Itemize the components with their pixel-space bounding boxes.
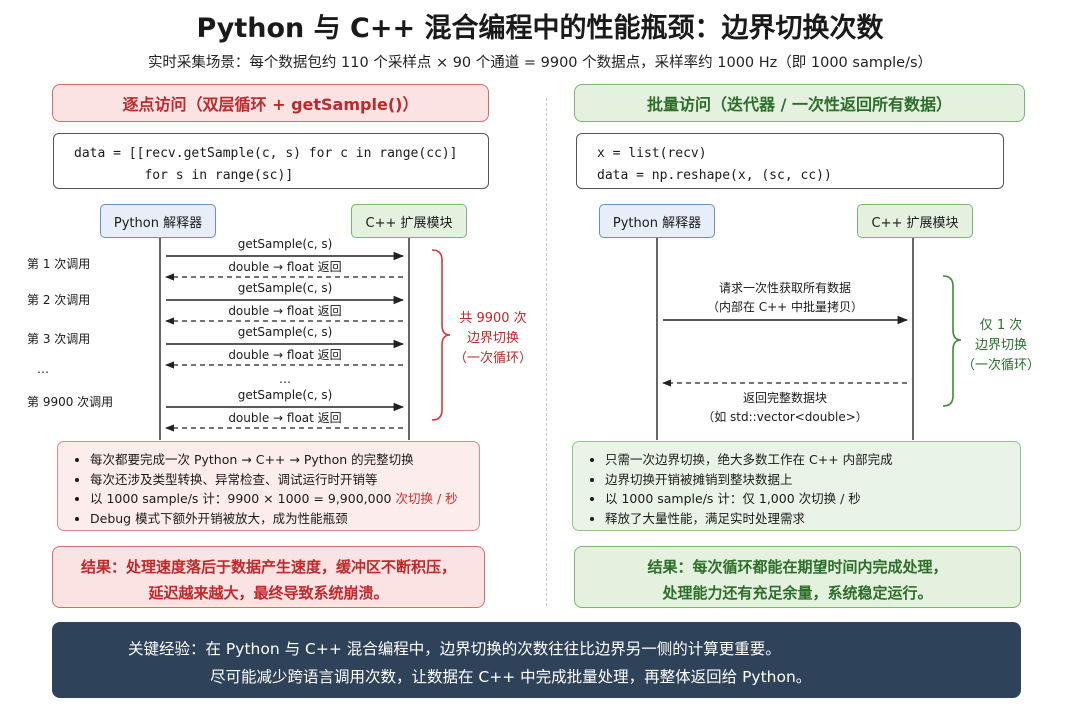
left-count-line-2: 边界切换 bbox=[466, 331, 519, 346]
left-count-label: 共 9900 次 边界切换 （一次循环） bbox=[448, 309, 538, 369]
right-count-line-2: 边界切换 bbox=[974, 338, 1027, 353]
left-result-line-2: 延迟越来越大，最终导致系统崩溃。 bbox=[148, 584, 389, 602]
left-count-line-3: （一次循环） bbox=[453, 351, 532, 366]
right-notes-panel: 只需一次边界切换，绝大多数工作在 C++ 内部完成 边界切换开销被摊销到整块数据… bbox=[572, 441, 1021, 531]
right-code-line-1: x = list(recv) bbox=[597, 146, 707, 161]
right-count-label: 仅 1 次 边界切换 （一次循环） bbox=[962, 316, 1040, 376]
left-header: 逐点访问（双层循环 + getSample()） bbox=[52, 84, 489, 122]
request-label-line-1: 请求一次性获取所有数据 bbox=[718, 281, 851, 295]
call-name-2: 第 2 次调用 bbox=[27, 293, 91, 307]
left-note-3-highlight: 次切换 / 秒 bbox=[395, 491, 458, 506]
left-note-1: 每次都要完成一次 Python → C++ → Python 的完整切换 bbox=[90, 450, 479, 470]
right-header: 批量访问（迭代器 / 一次性返回所有数据） bbox=[574, 84, 1025, 122]
request-label: 请求一次性获取所有数据 （内部在 C++ 中批量拷贝） bbox=[665, 279, 905, 317]
left-code-box: data = [[recv.getSample(c, s) for c in r… bbox=[53, 133, 489, 189]
right-python-box: Python 解释器 bbox=[599, 204, 715, 238]
column-divider bbox=[546, 98, 547, 606]
right-cpp-box: C++ 扩展模块 bbox=[857, 204, 973, 238]
call-name-9900: 第 9900 次调用 bbox=[27, 395, 114, 409]
right-count-brace bbox=[942, 275, 962, 407]
left-cpp-box: C++ 扩展模块 bbox=[351, 204, 467, 238]
right-note-1: 只需一次边界切换，绝大多数工作在 C++ 内部完成 bbox=[605, 450, 1020, 470]
right-note-3: 以 1000 sample/s 计：仅 1,000 次切换 / 秒 bbox=[605, 489, 1020, 509]
right-count-line-3: （一次循环） bbox=[962, 358, 1041, 373]
left-note-3-text: 以 1000 sample/s 计：9900 × 1000 = 9,900,00… bbox=[90, 491, 396, 506]
request-label-line-2: （内部在 C++ 中批量拷贝） bbox=[706, 300, 864, 314]
banner-line-1: 关键经验：在 Python 与 C++ 混合编程中，边界切换的次数往往比边界另一… bbox=[128, 640, 781, 658]
right-note-2: 边界切换开销被摊销到整块数据上 bbox=[605, 470, 1020, 490]
sequence-ellipsis: … bbox=[279, 372, 291, 386]
right-code-box: x = list(recv) data = np.reshape(x, (sc,… bbox=[576, 133, 1004, 189]
left-count-line-1: 共 9900 次 bbox=[459, 311, 527, 326]
return-label-1: double → float 返回 bbox=[228, 260, 342, 274]
right-result-line-1: 结果：每次循环都能在期望时间内完成处理， bbox=[647, 558, 948, 576]
banner-line-2: 尽可能减少跨语言调用次数，让数据在 C++ 中完成批量处理，再整体返回给 Pyt… bbox=[210, 668, 812, 686]
right-note-4: 释放了大量性能，满足实时处理需求 bbox=[605, 509, 1020, 529]
return-label-9900: double → float 返回 bbox=[228, 411, 342, 425]
right-result-line-2: 处理能力还有充足余量，系统稳定运行。 bbox=[662, 584, 933, 602]
call-label-1: getSample(c, s) bbox=[237, 237, 333, 251]
call-name-ellipsis: … bbox=[37, 362, 49, 376]
page-title: Python 与 C++ 混合编程中的性能瓶颈：边界切换次数 bbox=[196, 13, 884, 44]
right-code-line-2: data = np.reshape(x, (sc, cc)) bbox=[597, 168, 832, 183]
bulk-return-label-line-1: 返回完整数据块 bbox=[742, 391, 827, 405]
call-label-3: getSample(c, s) bbox=[237, 325, 333, 339]
call-label-9900: getSample(c, s) bbox=[237, 388, 333, 402]
left-note-4: Debug 模式下额外开销被放大，成为性能瓶颈 bbox=[90, 509, 479, 529]
left-notes-panel: 每次都要完成一次 Python → C++ → Python 的完整切换 每次还… bbox=[57, 441, 480, 531]
left-result-line-1: 结果：处理速度落后于数据产生速度，缓冲区不断积压， bbox=[80, 558, 456, 576]
right-result-box: 结果：每次循环都能在期望时间内完成处理， 处理能力还有充足余量，系统稳定运行。 bbox=[574, 546, 1021, 608]
left-python-box: Python 解释器 bbox=[100, 204, 216, 238]
bulk-return-label-line-2: （如 std::vector<double>） bbox=[702, 410, 868, 424]
left-code-line-2: for s in range(sc)] bbox=[74, 168, 294, 183]
left-count-brace bbox=[431, 249, 451, 421]
left-note-3: 以 1000 sample/s 计：9900 × 1000 = 9,900,00… bbox=[90, 489, 479, 509]
left-note-2: 每次还涉及类型转换、异常检查、调试运行时开销等 bbox=[90, 470, 479, 490]
left-code-line-1: data = [[recv.getSample(c, s) for c in r… bbox=[74, 146, 458, 161]
right-count-line-1: 仅 1 次 bbox=[979, 318, 1023, 333]
key-insight-banner: 关键经验：在 Python 与 C++ 混合编程中，边界切换的次数往往比边界另一… bbox=[52, 622, 1021, 698]
call-name-3: 第 3 次调用 bbox=[27, 332, 91, 346]
return-label-2: double → float 返回 bbox=[228, 304, 342, 318]
call-label-2: getSample(c, s) bbox=[237, 281, 333, 295]
page-subtitle: 实时采集场景：每个数据包约 110 个采样点 × 90 个通道 = 9900 个… bbox=[147, 55, 933, 71]
left-result-box: 结果：处理速度落后于数据产生速度，缓冲区不断积压， 延迟越来越大，最终导致系统崩… bbox=[52, 546, 485, 608]
call-name-1: 第 1 次调用 bbox=[27, 257, 91, 271]
return-label-3: double → float 返回 bbox=[228, 348, 342, 362]
bulk-return-label: 返回完整数据块 （如 std::vector<double>） bbox=[665, 389, 905, 427]
